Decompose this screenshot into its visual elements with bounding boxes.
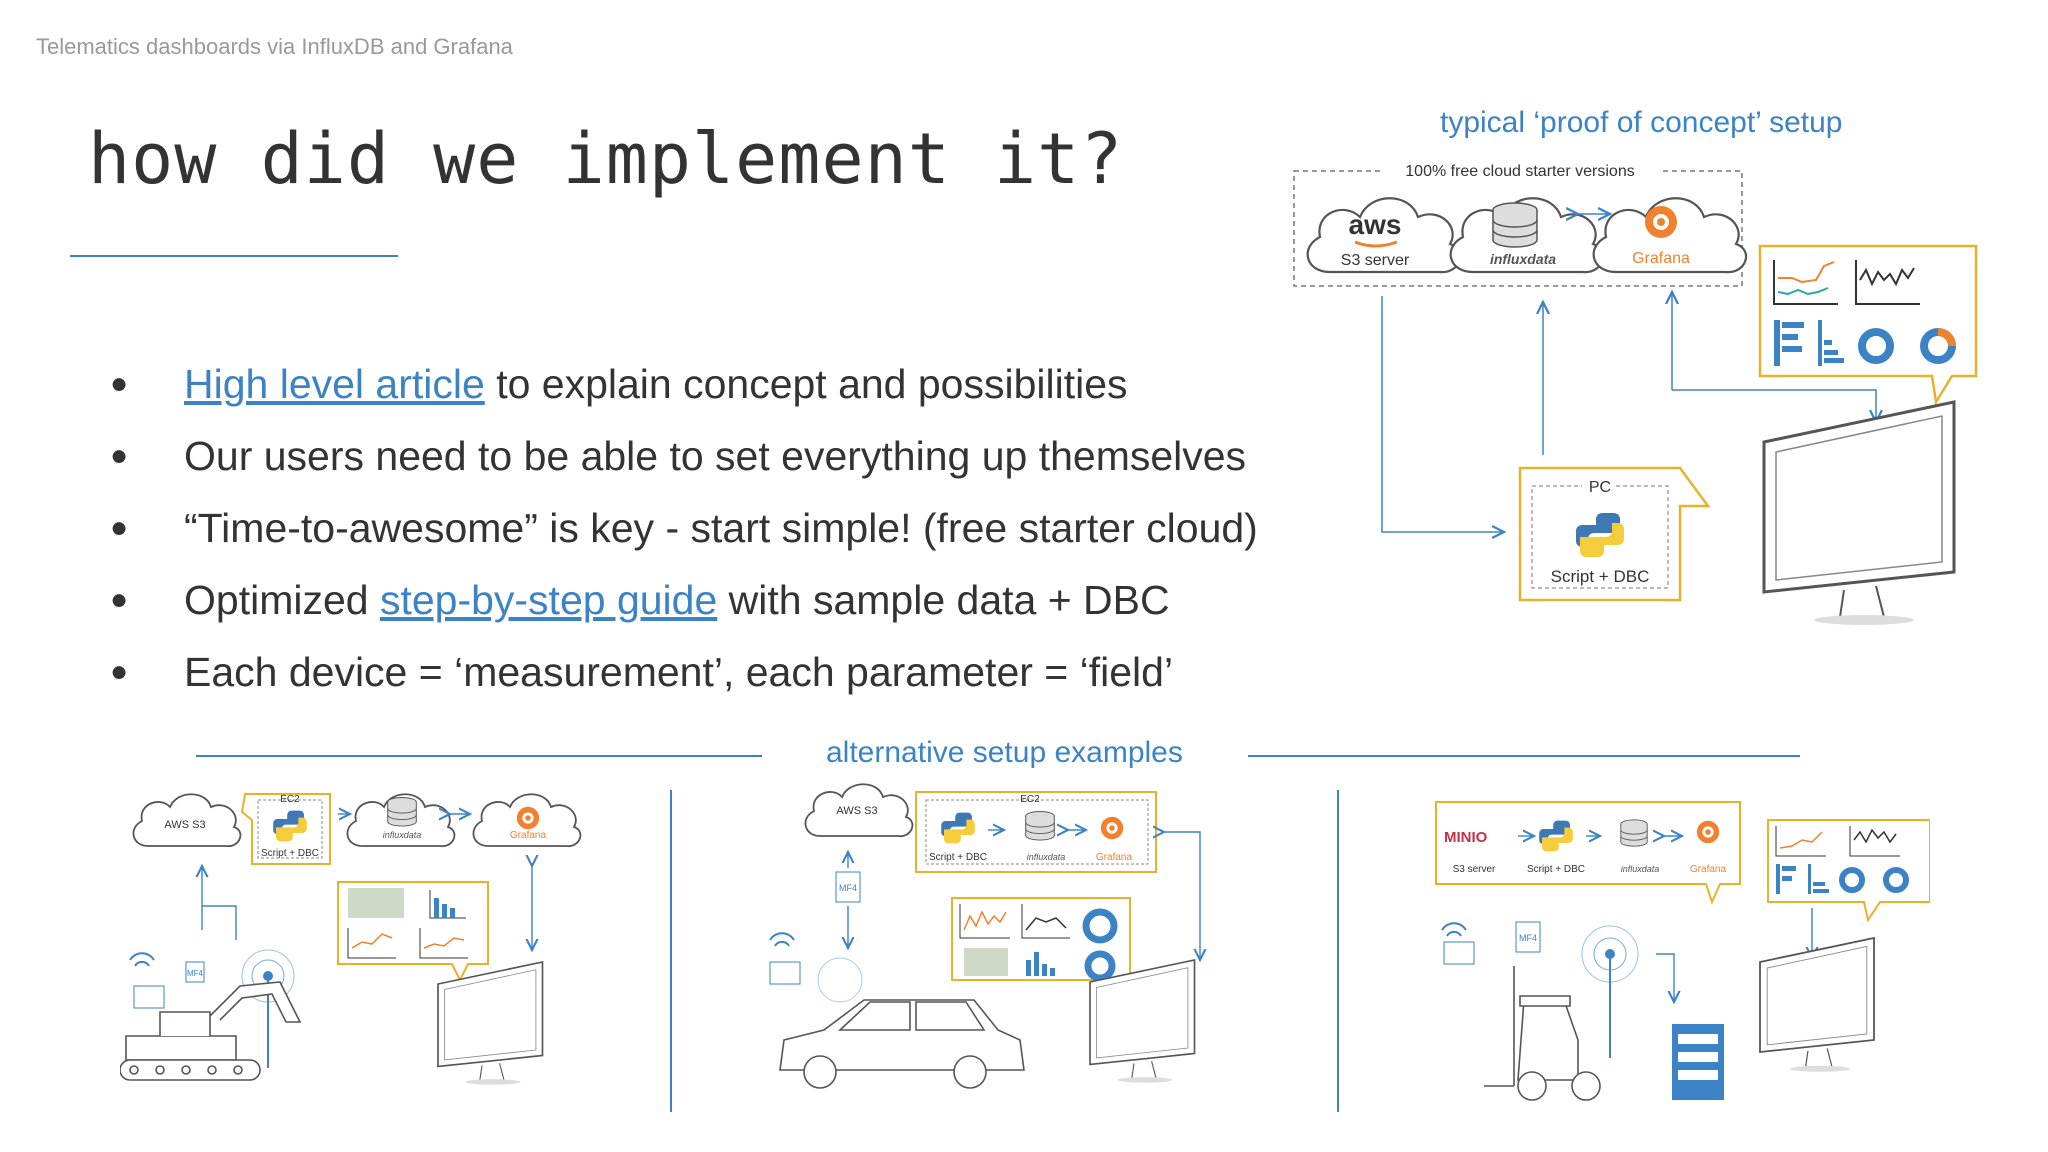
starter-box	[1293, 170, 1743, 287]
mf4-label: MF4	[187, 969, 204, 978]
server-callout	[1435, 801, 1741, 905]
slide-title: how did we implement it?	[88, 118, 1124, 200]
pc-label: PC	[1589, 479, 1611, 496]
ec2-label: EC2	[1020, 794, 1040, 805]
grafana-label: Grafana	[1096, 852, 1133, 863]
monitor-icon	[1089, 959, 1196, 1084]
grafana-cloud: Grafana	[472, 793, 582, 848]
bullet-dot-icon: ●	[110, 511, 129, 544]
influx-label: influxdata	[1490, 251, 1556, 267]
mf4-file-icon	[185, 961, 205, 983]
grafana-label: Grafana	[1690, 864, 1727, 875]
bullet-text: with sample data + DBC	[717, 577, 1170, 623]
bullet-text: Optimized	[184, 577, 380, 623]
bullet-item: ● “Time-to-awesome” is key - start simple…	[110, 496, 1340, 568]
bullet-dot-icon: ●	[110, 655, 129, 688]
alt-example-car: AWS S3 EC2 Script + DBC influxdata Grafa…	[769, 783, 1260, 1089]
script-dbc-label: Script + DBC	[929, 852, 987, 863]
bullet-item: ● High level article to explain concept a…	[110, 352, 1340, 424]
alt-rule-right	[1248, 755, 1800, 757]
map-icon	[348, 888, 404, 918]
forklift-icon	[1484, 966, 1601, 1101]
map-icon	[964, 948, 1008, 976]
bullet-dot-icon: ●	[110, 367, 129, 400]
alt-example-forklift: MINIO S3 server Script + DBC influxdata …	[1435, 801, 1930, 1101]
influx-cloud: influxdata	[1449, 197, 1605, 274]
bullet-dot-icon: ●	[110, 583, 129, 616]
title-underline	[70, 255, 398, 257]
grafana-icon	[1645, 206, 1677, 238]
grafana-label: Grafana	[510, 830, 547, 841]
bullet-list: ● High level article to explain concept a…	[110, 352, 1340, 712]
starter-box-label: 100% free cloud starter versions	[1405, 163, 1634, 180]
aws-s3-label: AWS S3	[836, 805, 877, 817]
step-by-step-guide-link[interactable]: step-by-step guide	[379, 577, 718, 623]
influx-cloud: influxdata	[346, 793, 456, 848]
minio-logo: MINIO	[1444, 829, 1488, 846]
signal-icon	[817, 957, 863, 1003]
poc-setup-label: typical ‘proof of concept’ setup	[1440, 106, 1843, 139]
aws-cloud: aws S3 server	[1306, 197, 1462, 274]
database-icon	[1492, 202, 1538, 248]
poc-diagram: 100% free cloud starter versions aws S3 …	[1293, 160, 1978, 627]
script-dbc-label: Script + DBC	[1551, 567, 1650, 586]
grafana-label: Grafana	[1632, 250, 1690, 267]
influx-label: influxdata	[1621, 864, 1660, 874]
antenna-icon	[1581, 925, 1639, 1058]
server-rack-icon	[1672, 1024, 1724, 1100]
alt-divider-1	[670, 790, 672, 1112]
bullet-text: Our users need to be able to set everyth…	[184, 433, 1247, 479]
high-level-article-link[interactable]: High level article	[184, 361, 485, 407]
grafana-cloud: Grafana	[1592, 197, 1748, 274]
wifi-icon	[129, 952, 155, 967]
script-dbc-label: Script + DBC	[261, 848, 319, 859]
grafana-icon	[1100, 816, 1124, 840]
monitor-icon	[1762, 400, 1956, 627]
influx-label: influxdata	[1027, 852, 1066, 862]
dashboard-callout	[1758, 244, 1978, 406]
bullet-item: ● Each device = ‘measurement’, each param…	[110, 640, 1340, 712]
influx-label: influxdata	[383, 830, 422, 840]
ec2-label: EC2	[280, 794, 300, 805]
aws-s3-label: AWS S3	[164, 819, 205, 831]
car-icon	[779, 999, 1025, 1089]
s3-server-label: S3 server	[1341, 252, 1410, 269]
logger-device-icon	[769, 961, 801, 985]
alt-divider-2	[1337, 790, 1339, 1112]
dashboard-charts-icon	[1773, 260, 1956, 366]
aws-smile-icon	[1354, 240, 1398, 248]
wifi-icon	[769, 932, 795, 947]
grafana-icon	[1696, 820, 1720, 844]
bullet-text: to explain concept and possibilities	[484, 361, 1128, 407]
database-icon	[1025, 810, 1055, 841]
alt-rule-left	[196, 755, 762, 757]
logger-device-icon	[1443, 941, 1475, 965]
bullet-text: Each device = ‘measurement’, each parame…	[184, 649, 1174, 695]
mf4-file-icon	[835, 871, 861, 903]
aws-s3-cloud: AWS S3	[132, 793, 242, 848]
bullet-item: ● Optimized step-by-step guide with sampl…	[110, 568, 1340, 640]
mf4-file-icon	[1515, 921, 1541, 953]
aws-s3-cloud: AWS S3	[804, 783, 914, 838]
mf4-label: MF4	[1519, 933, 1537, 943]
alt-setup-label: alternative setup examples	[826, 736, 1183, 769]
bullet-dot-icon: ●	[110, 439, 129, 472]
database-icon	[1620, 819, 1648, 847]
mf4-label: MF4	[839, 883, 857, 893]
s3-server-label: S3 server	[1453, 864, 1496, 875]
aws-logo-text: aws	[1349, 209, 1402, 240]
bullet-item: ● Our users need to be able to set everyt…	[110, 424, 1340, 496]
bullet-text: “Time-to-awesome” is key - start simple!…	[184, 505, 1258, 551]
monitor-icon	[1759, 937, 1875, 1073]
monitor-icon	[437, 961, 544, 1086]
logger-device-icon	[133, 985, 165, 1009]
script-dbc-label: Script + DBC	[1527, 864, 1585, 875]
slide-header: Telematics dashboards via InfluxDB and G…	[36, 34, 513, 59]
wifi-icon	[1441, 922, 1467, 937]
alt-example-excavator: AWS S3 EC2 Script + DBC influxdata Grafa…	[120, 793, 582, 1086]
excavator-icon	[120, 981, 302, 1081]
